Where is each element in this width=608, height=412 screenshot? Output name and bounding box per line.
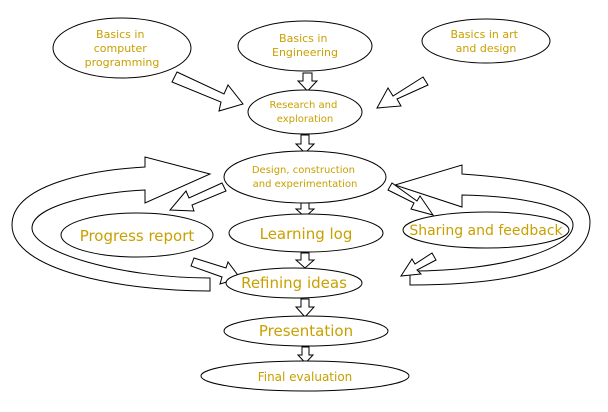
arrow-learning-to-refining bbox=[294, 252, 316, 269]
label-basics-programming: Basics in computer programming bbox=[85, 28, 160, 69]
arrow-design-to-progress bbox=[168, 182, 227, 212]
arrow-research-to-design bbox=[294, 134, 316, 154]
node-final bbox=[200, 360, 410, 392]
label-design: Design, construction and experimentation bbox=[252, 165, 358, 190]
label-presentation: Presentation bbox=[259, 322, 353, 340]
label-basics-art: Basics in art and design bbox=[451, 28, 522, 55]
arrow-design-to-learning bbox=[294, 202, 316, 218]
label-progress: Progress report bbox=[80, 227, 195, 245]
nodes bbox=[52, 17, 570, 392]
arrows bbox=[168, 71, 437, 364]
arrow-design-to-sharing bbox=[387, 182, 435, 216]
node-refining bbox=[225, 267, 363, 299]
right-loop-arrow bbox=[393, 164, 591, 286]
label-research: Research and exploration bbox=[269, 100, 340, 125]
node-design bbox=[223, 150, 387, 204]
node-basics-programming bbox=[52, 17, 192, 79]
arrow-refining-to-presentation bbox=[294, 298, 316, 318]
labels: Basics in computer programming Basics in… bbox=[80, 28, 564, 384]
label-learning: Learning log bbox=[260, 225, 353, 243]
arrow-presentation-to-final bbox=[296, 346, 315, 364]
node-basics-art bbox=[421, 18, 551, 64]
node-progress bbox=[60, 212, 214, 258]
node-presentation bbox=[223, 315, 389, 347]
label-basics-engineering: Basics in Engineering bbox=[272, 32, 338, 59]
node-learning bbox=[228, 213, 384, 253]
label-refining: Refining ideas bbox=[241, 274, 347, 292]
node-sharing bbox=[402, 211, 570, 249]
left-loop-arrow bbox=[11, 156, 212, 292]
arrow-art-to-research bbox=[376, 76, 429, 109]
arrow-sharing-to-refining bbox=[400, 252, 437, 277]
arrow-programming-to-research bbox=[171, 71, 244, 112]
node-basics-engineering bbox=[237, 20, 373, 72]
label-sharing: Sharing and feedback bbox=[409, 223, 563, 239]
label-final: Final evaluation bbox=[258, 370, 353, 384]
node-research bbox=[247, 89, 363, 135]
arrow-engineering-to-research bbox=[296, 72, 319, 92]
